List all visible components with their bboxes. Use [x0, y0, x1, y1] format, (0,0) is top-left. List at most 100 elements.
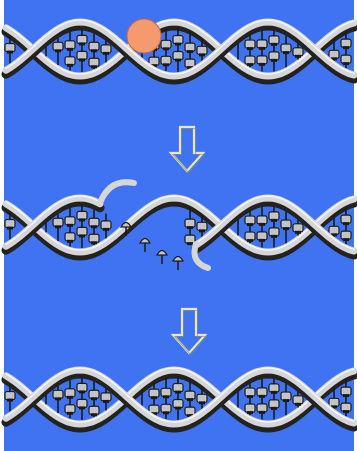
nucleotide-base-stem — [175, 407, 181, 410]
nucleotide-base — [101, 393, 111, 401]
nucleotide-base-stem — [199, 53, 205, 56]
nucleotide-base — [77, 383, 87, 391]
nucleotide-base — [53, 218, 63, 226]
nucleotide-base — [269, 212, 279, 220]
nucleotide-base-stem — [343, 222, 349, 225]
nucleotide-base-stem — [199, 229, 205, 232]
nucleotide-base — [161, 56, 171, 64]
nucleotide-base-stem — [247, 47, 253, 50]
nucleotide-base-stem — [103, 52, 109, 55]
nucleotide-base-stem — [343, 410, 349, 413]
nucleotide-base-stem — [91, 49, 97, 52]
nucleotide-base — [293, 48, 303, 56]
nucleotide-base — [65, 233, 75, 241]
nucleotide-base — [197, 46, 207, 54]
nucleotide-base — [329, 226, 339, 234]
nucleotide-base-stem — [7, 399, 13, 402]
nucleotide-base-stem — [271, 219, 277, 222]
nucleotide-base — [77, 227, 87, 235]
nucleotide-base-stem — [103, 400, 109, 403]
damage-marker-icon — [127, 19, 161, 53]
nucleotide-base-stem — [295, 55, 301, 58]
nucleotide-base — [341, 39, 351, 47]
nucleotide-base-stem — [175, 391, 181, 394]
nucleotide-base — [341, 387, 351, 395]
nucleotide-base — [329, 398, 339, 406]
nucleotide-base-stem — [163, 47, 169, 50]
nucleotide-base-stem — [187, 242, 193, 245]
nucleotide-base-stem — [247, 223, 253, 226]
nucleotide-base-stem — [247, 411, 253, 414]
nucleotide-base — [173, 384, 183, 392]
nucleotide-base-stem — [343, 394, 349, 397]
nucleotide-base-stem — [343, 62, 349, 65]
nucleotide-base-stem — [259, 395, 265, 398]
nucleotide-base-stem — [283, 51, 289, 54]
nucleotide-base-stem — [343, 46, 349, 49]
nucleotide-base-stem — [7, 227, 13, 230]
nucleotide-base — [89, 42, 99, 50]
nucleotide-base-stem — [55, 225, 61, 228]
nucleotide-base-stem — [55, 49, 61, 52]
nucleotide-base — [77, 35, 87, 43]
nucleotide-base — [161, 40, 171, 48]
nucleotide-base — [185, 407, 195, 415]
nucleotide-base — [173, 400, 183, 408]
nucleotide-base-stem — [247, 395, 253, 398]
nucleotide-base — [245, 232, 255, 240]
nucleotide-base — [101, 45, 111, 53]
nucleotide-base-stem — [271, 391, 277, 394]
nucleotide-base — [257, 232, 267, 240]
nucleotide-base-stem — [175, 59, 181, 62]
nucleotide-base-stem — [67, 224, 73, 227]
nucleotide-base — [257, 56, 267, 64]
nucleotide-base — [65, 389, 75, 397]
nucleotide-base-stem — [163, 63, 169, 66]
nucleotide-base — [65, 405, 75, 413]
nucleotide-base — [197, 222, 207, 230]
nucleotide-base — [293, 396, 303, 404]
nucleotide-base-stem — [295, 403, 301, 406]
nucleotide-base — [281, 44, 291, 52]
nucleotide-base — [185, 235, 195, 243]
nucleotide-base — [53, 42, 63, 50]
nucleotide-base-stem — [79, 234, 85, 237]
nucleotide-base — [341, 403, 351, 411]
nucleotide-base — [269, 400, 279, 408]
nucleotide-base-stem — [91, 225, 97, 228]
nucleotide-base — [5, 44, 15, 52]
nucleotide-base — [89, 58, 99, 66]
nucleotide-base — [65, 57, 75, 65]
nucleotide-base-stem — [91, 397, 97, 400]
nucleotide-base — [149, 389, 159, 397]
nucleotide-base — [245, 56, 255, 64]
nucleotide-base — [245, 40, 255, 48]
nucleotide-base-stem — [67, 396, 73, 399]
nucleotide-base-stem — [259, 239, 265, 242]
nucleotide-base-stem — [247, 239, 253, 242]
nucleotide-base — [173, 36, 183, 44]
nucleotide-base — [185, 59, 195, 67]
nucleotide-base — [77, 51, 87, 59]
nucleotide-base-stem — [271, 59, 277, 62]
nucleotide-base-stem — [103, 228, 109, 231]
nucleotide-base — [65, 217, 75, 225]
nucleotide-base-stem — [259, 223, 265, 226]
nucleotide-base — [269, 36, 279, 44]
nucleotide-base-stem — [283, 399, 289, 402]
nucleotide-base — [341, 215, 351, 223]
nucleotide-base-stem — [271, 235, 277, 238]
nucleotide-base — [245, 388, 255, 396]
nucleotide-base-stem — [67, 240, 73, 243]
nucleotide-base — [185, 219, 195, 227]
nucleotide-base-stem — [79, 58, 85, 61]
nucleotide-base — [185, 43, 195, 51]
nucleotide-base-stem — [163, 395, 169, 398]
nucleotide-base-stem — [79, 406, 85, 409]
nucleotide-base-stem — [259, 63, 265, 66]
nucleotide-base-stem — [55, 397, 61, 400]
nucleotide-base — [89, 234, 99, 242]
nucleotide-base-stem — [67, 64, 73, 67]
nucleotide-base-stem — [79, 42, 85, 45]
